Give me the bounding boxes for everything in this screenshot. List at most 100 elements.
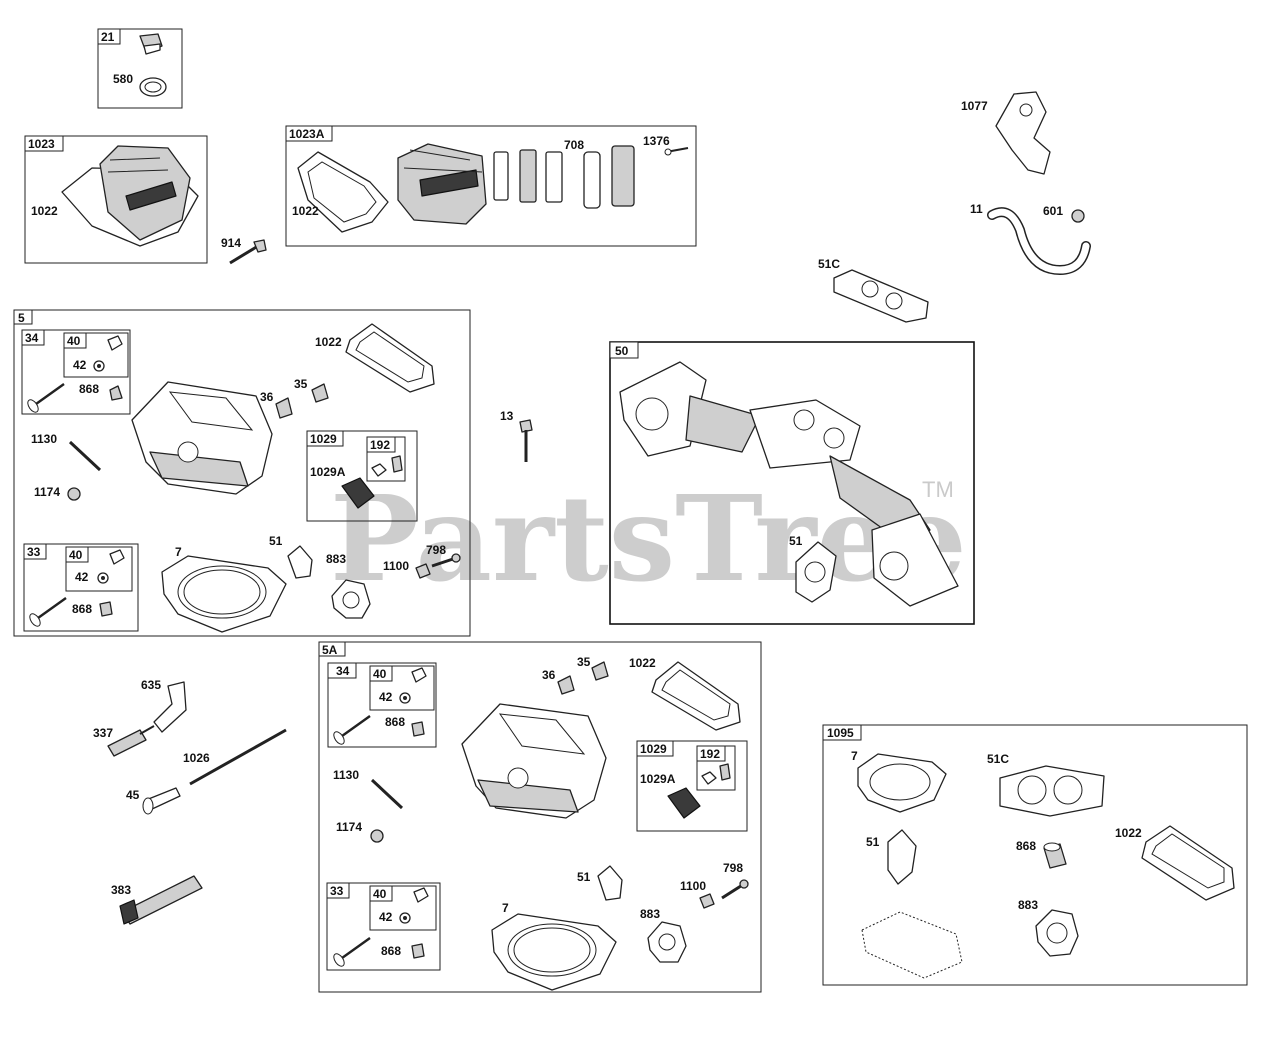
part-label-868-c[interactable]: 868 [385, 715, 405, 729]
spacer-part-1100-a[interactable] [415, 563, 431, 579]
part-label-383[interactable]: 383 [111, 883, 131, 897]
valve-part[interactable] [26, 383, 65, 414]
bushing-part-1174[interactable] [67, 487, 81, 501]
spring-part-35[interactable] [311, 383, 329, 403]
gasket-part-1022-b[interactable] [297, 151, 389, 233]
callout-tag-40-d[interactable]: 40 [373, 887, 387, 901]
valve-seal-part-868[interactable] [109, 385, 123, 401]
callout-tag-21[interactable]: 21 [101, 30, 115, 44]
part-label-1029a-a[interactable]: 1029A [310, 465, 346, 479]
part-label-7-a[interactable]: 7 [175, 545, 182, 559]
head-gasket-part-7-c[interactable] [857, 753, 947, 813]
screw-part-1376[interactable] [664, 147, 689, 156]
part-label-36-a[interactable]: 36 [260, 390, 274, 404]
part-label-1022-e[interactable]: 1022 [1115, 826, 1142, 840]
part-label-1022-c[interactable]: 1022 [315, 335, 342, 349]
part-label-7-c[interactable]: 7 [851, 749, 858, 763]
gasket-part-1022-d[interactable] [651, 661, 741, 731]
spark-plug-part-337[interactable] [107, 725, 155, 757]
callout-tag-5[interactable]: 5 [18, 311, 25, 325]
callout-tag-1023[interactable]: 1023 [28, 137, 55, 151]
part-label-35-b[interactable]: 35 [577, 655, 591, 669]
valve-keeper-part-d[interactable] [413, 887, 429, 903]
part-label-51-e[interactable]: 51 [866, 835, 880, 849]
breather-part-b[interactable] [519, 149, 537, 203]
part-label-883-c[interactable]: 883 [1018, 898, 1038, 912]
part-label-45[interactable]: 45 [126, 788, 140, 802]
exhaust-manifold-part-50[interactable] [619, 361, 959, 607]
nut-part-192-b[interactable] [701, 771, 717, 785]
part-label-1026[interactable]: 1026 [183, 751, 210, 765]
part-label-580[interactable]: 580 [113, 72, 133, 86]
part-label-798-b[interactable]: 798 [723, 861, 743, 875]
valve-keeper-part[interactable] [107, 335, 123, 351]
oil-fill-cap-part[interactable] [139, 33, 163, 55]
push-rod-part-1130[interactable] [68, 440, 102, 472]
part-label-868-a[interactable]: 868 [79, 382, 99, 396]
valve-lifter-part-45[interactable] [142, 787, 181, 815]
spring-part-35-b[interactable] [591, 661, 609, 681]
rocker-arm-part-1029a[interactable] [341, 477, 375, 509]
push-rod-part-1026[interactable] [189, 728, 287, 786]
breather-part-a[interactable] [493, 151, 509, 201]
callout-tag-192-a[interactable]: 192 [700, 747, 720, 761]
part-label-51-d[interactable]: 51 [577, 870, 591, 884]
part-label-601[interactable]: 601 [1043, 204, 1063, 218]
push-rod-part-1130-b[interactable] [370, 778, 404, 810]
bushing-part-1174-b[interactable] [370, 829, 384, 843]
breather-part-c[interactable] [545, 151, 563, 203]
breather-gasket-708[interactable] [583, 151, 601, 209]
part-label-51c-b[interactable]: 51C [987, 752, 1009, 766]
valve-part-d[interactable] [332, 937, 371, 968]
part-label-7-b[interactable]: 7 [502, 901, 509, 915]
head-gasket-part-7-b[interactable] [491, 913, 617, 991]
part-label-1077[interactable]: 1077 [961, 99, 988, 113]
gasket-part-51-e[interactable] [887, 829, 917, 885]
part-label-1022-b[interactable]: 1022 [292, 204, 319, 218]
callout-tag-50[interactable]: 50 [615, 344, 629, 358]
part-label-13[interactable]: 13 [500, 409, 514, 423]
spacer-part-1100-b[interactable] [699, 893, 715, 909]
part-label-883-b[interactable]: 883 [640, 907, 660, 921]
head-gasket-part-7[interactable] [161, 555, 287, 633]
part-label-36-b[interactable]: 36 [542, 668, 556, 682]
gasket-part-1022-e[interactable] [1141, 825, 1235, 901]
valve-cover-part-1023a[interactable] [397, 143, 487, 225]
cylinder-head-part-5a[interactable] [461, 703, 607, 819]
stud-part-798-b[interactable] [721, 879, 749, 900]
callout-tag-40-b[interactable]: 40 [69, 548, 83, 562]
part-label-868-b[interactable]: 868 [72, 602, 92, 616]
gasket-part-51c-b[interactable] [999, 765, 1105, 817]
part-label-868-e[interactable]: 868 [1016, 839, 1036, 853]
part-label-42-a[interactable]: 42 [73, 358, 87, 372]
part-label-42-b[interactable]: 42 [75, 570, 89, 584]
part-label-1174-b[interactable]: 1174 [336, 820, 362, 834]
valve-keeper-part-b[interactable] [109, 549, 125, 565]
bolt-part-13[interactable] [519, 419, 533, 462]
part-label-708[interactable]: 708 [564, 138, 584, 152]
callout-tag-34-a[interactable]: 34 [336, 664, 350, 678]
part-label-42-c[interactable]: 42 [379, 690, 393, 704]
rocker-arm-part-1029a-b[interactable] [667, 787, 701, 819]
valve-seal-part-868-b[interactable] [99, 601, 113, 617]
callout-tag-1023a[interactable]: 1023A [289, 127, 325, 141]
part-label-1130-b[interactable]: 1130 [333, 768, 359, 782]
callout-tag-33[interactable]: 33 [27, 545, 41, 559]
part-label-1022-d[interactable]: 1022 [629, 656, 656, 670]
part-label-42-d[interactable]: 42 [379, 910, 393, 924]
part-label-11[interactable]: 11 [970, 202, 983, 216]
part-label-337[interactable]: 337 [93, 726, 113, 740]
part-label-1174-a[interactable]: 1174 [34, 485, 60, 499]
part-label-798-a[interactable]: 798 [426, 543, 446, 557]
part-label-51-b[interactable]: 51 [789, 534, 803, 548]
valve-seal-part-868-d[interactable] [411, 943, 425, 959]
callout-tag-192[interactable]: 192 [370, 438, 390, 452]
callout-tag-33-a[interactable]: 33 [330, 884, 344, 898]
stud-part-192-b[interactable] [719, 763, 731, 781]
part-label-51c[interactable]: 51C [818, 257, 840, 271]
bolt-part-914[interactable] [229, 239, 267, 265]
part-label-883-a[interactable]: 883 [326, 552, 346, 566]
gasket-outline-part[interactable] [861, 911, 963, 979]
part-label-635[interactable]: 635 [141, 678, 161, 692]
valve-part-b[interactable] [28, 597, 67, 628]
